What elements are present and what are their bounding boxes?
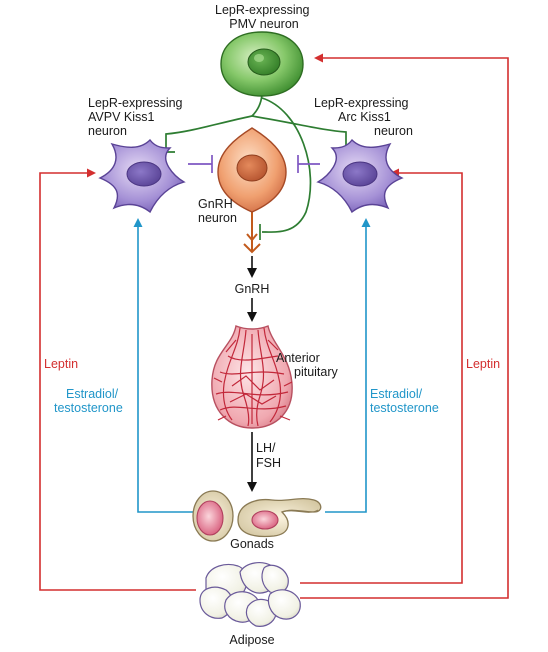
gnrh-hormone-label: GnRH [235, 282, 270, 296]
leptin-pathway-arc [300, 168, 463, 584]
leptin-left-label: Leptin [44, 357, 78, 371]
pituitary-label: Anterior pituitary [276, 351, 339, 379]
steroid-feedback-left [133, 218, 193, 513]
steroid-feedback-right [325, 218, 371, 513]
steroid-left-label: Estradiol/ testosterone [54, 387, 123, 415]
gnrh-neuron [217, 127, 287, 213]
gnrh-neuron-label: GnRH neuron [198, 197, 237, 225]
pmv-neuron-label: LepR-expressing PMV neuron [215, 3, 313, 31]
pmv-neuron [220, 31, 304, 97]
testis [192, 490, 234, 542]
gnrh-axon [243, 205, 261, 254]
lh-fsh-label: LH/ FSH [256, 441, 281, 470]
kiss1-fibers [188, 155, 320, 173]
avpv-kiss1-neuron [98, 138, 186, 214]
avpv-neuron-label: LepR-expressing AVPV Kiss1 neuron [88, 96, 186, 138]
anterior-pituitary [211, 325, 293, 429]
adipose-tissue [199, 562, 301, 627]
gonads [192, 490, 322, 542]
steroid-right-label: Estradiol/ testosterone [370, 387, 439, 415]
arc-neuron-label: LepR-expressing Arc Kiss1 neuron [314, 96, 413, 138]
leptin-pathway-avpv [39, 168, 196, 591]
ovary [237, 497, 322, 538]
adipose-label: Adipose [229, 633, 274, 647]
gonads-label: Gonads [230, 537, 274, 551]
leptin-right-label: Leptin [466, 357, 500, 371]
leptin-pathway-pmv [300, 53, 509, 599]
arc-kiss1-neuron [316, 138, 404, 214]
